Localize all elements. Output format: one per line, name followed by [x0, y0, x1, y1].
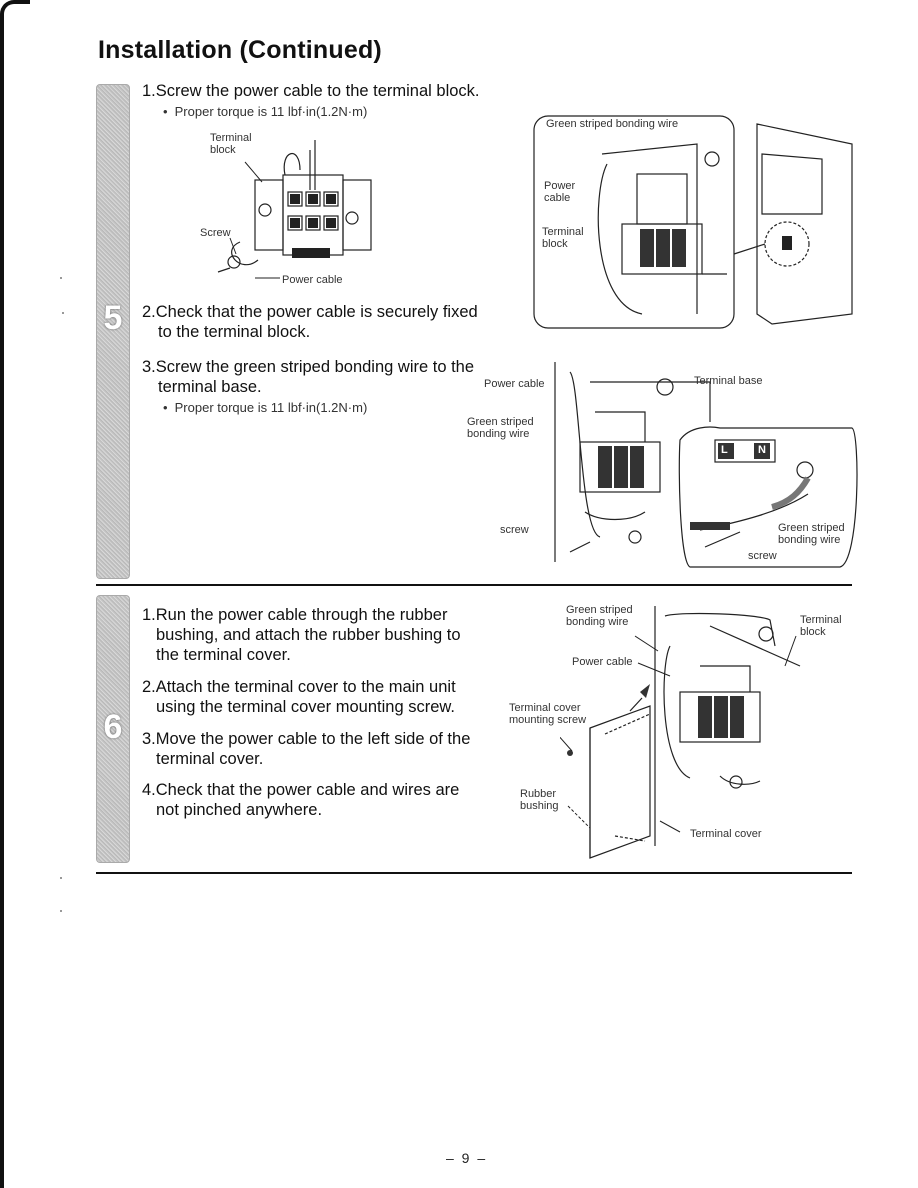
- scan-speck: [62, 312, 64, 314]
- fig3-label-screw-zoom: screw: [748, 550, 777, 562]
- fig1-label-power-cable: Power cable: [282, 274, 343, 286]
- s5-step3-line1: 3.Screw the green striped bonding wire t…: [142, 358, 475, 376]
- fig4-label-terminal-block: Terminal block: [800, 614, 842, 638]
- fig4-label-rubber-bushing: Rubber bushing: [520, 788, 559, 812]
- s6-step2-line1: 2.Attach the terminal cover to the main …: [142, 678, 456, 696]
- fig4-label-power-cable: Power cable: [572, 656, 633, 668]
- s6-step3-line1: 3.Move the power cable to the left side …: [142, 730, 471, 748]
- s5-step3-line2: terminal base.: [158, 378, 262, 396]
- scan-speck: [60, 277, 62, 279]
- s5-step1-note-text: Proper torque is 11 lbf·in(1.2N·m): [174, 104, 368, 119]
- figure-terminal-base: [554, 362, 858, 568]
- s6-step3-line2: terminal cover.: [156, 750, 264, 768]
- s5-step3-note-text: Proper torque is 11 lbf·in(1.2N·m): [174, 400, 368, 415]
- step-5-number: 5: [103, 299, 123, 337]
- step-5-sidebar: 5: [96, 84, 130, 579]
- fig2-label-terminal-block: Terminal block: [542, 226, 584, 250]
- s6-step4-line1: 4.Check that the power cable and wires a…: [142, 781, 460, 799]
- fig2-label-power-cable: Power cable: [544, 180, 576, 204]
- section-divider-1: [96, 584, 852, 586]
- fig2-label-green-wire: Green striped bonding wire: [546, 118, 679, 130]
- s6-step1-line1: 1.Run the power cable through the rubber: [142, 606, 448, 624]
- s6-step4-line2: not pinched anywhere.: [156, 801, 323, 819]
- section-divider-2: [96, 872, 852, 874]
- s5-step3-note: • Proper torque is 11 lbf·in(1.2N·m): [163, 400, 368, 415]
- s5-step1: 1.Screw the power cable to the terminal …: [142, 82, 480, 100]
- fig4-label-green-wire: Green striped bonding wire: [566, 604, 633, 628]
- fig4-label-terminal-cover: Terminal cover: [690, 828, 762, 840]
- fig3-label-N: N: [758, 444, 766, 456]
- figure-wiring-overview: [533, 115, 853, 329]
- figure-terminal-block-screw: [217, 140, 372, 279]
- figure-terminal-cover: [560, 606, 801, 859]
- s6-step1-line3: the terminal cover.: [156, 646, 291, 664]
- s6-step2-line2: using the terminal cover mounting screw.: [156, 698, 455, 716]
- fig3-label-green-wire-zoom: Green striped bonding wire: [778, 522, 845, 546]
- fig1-label-screw: Screw: [200, 227, 231, 239]
- step-6-number: 6: [103, 708, 123, 746]
- page-number: – 9 –: [446, 1150, 488, 1166]
- fig3-label-green-wire: Green striped bonding wire: [467, 416, 534, 440]
- page-corner-mark: [0, 0, 30, 24]
- fig4-label-mounting-screw: Terminal cover mounting screw: [509, 702, 587, 726]
- scan-speck: [60, 877, 62, 879]
- page-title: Installation (Continued): [98, 36, 382, 64]
- scan-speck: [60, 910, 62, 912]
- fig1-label-terminal-block: Terminal block: [210, 132, 252, 156]
- fig3-label-screw: screw: [500, 524, 529, 536]
- fig3-label-power-cable: Power cable: [484, 378, 545, 390]
- step-6-sidebar: 6: [96, 595, 130, 863]
- page-edge-line: [0, 14, 4, 1188]
- s5-step1-note: • Proper torque is 11 lbf·in(1.2N·m): [163, 104, 368, 119]
- fig3-label-terminal-base: Terminal base: [694, 375, 763, 387]
- s6-step1-line2: bushing, and attach the rubber bushing t…: [156, 626, 461, 644]
- fig3-label-L: L: [721, 444, 728, 456]
- s5-step2-line1: 2.Check that the power cable is securely…: [142, 303, 478, 321]
- s5-step2-line2: to the terminal block.: [158, 323, 311, 341]
